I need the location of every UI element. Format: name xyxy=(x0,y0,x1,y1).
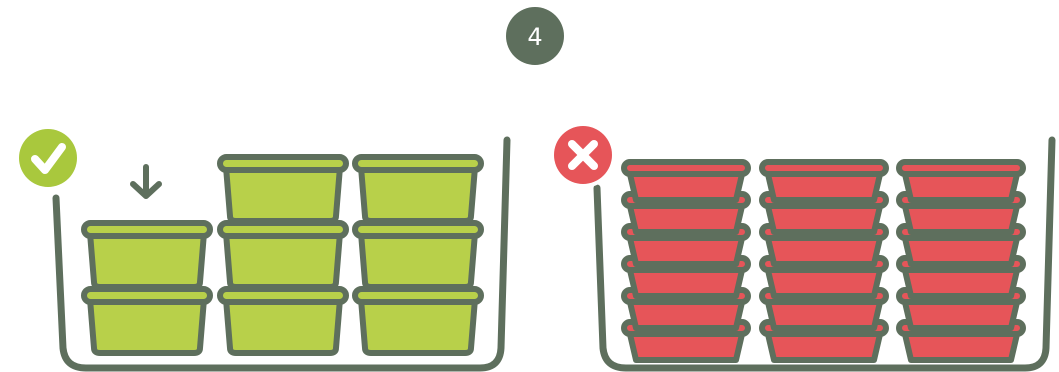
container xyxy=(899,162,1023,200)
stack xyxy=(899,162,1023,360)
container xyxy=(355,289,481,353)
container xyxy=(220,157,346,221)
container xyxy=(624,162,748,200)
container xyxy=(220,223,346,287)
incorrect-panel xyxy=(550,122,1052,368)
container xyxy=(84,223,210,287)
container xyxy=(762,162,886,200)
step-badge: 4 xyxy=(506,7,564,65)
container xyxy=(355,157,481,221)
arrow-down-icon xyxy=(133,167,159,196)
step-number: 4 xyxy=(527,23,542,51)
incorrect-stacks xyxy=(624,162,1023,360)
stack xyxy=(762,162,886,360)
stack xyxy=(84,223,210,353)
stack xyxy=(355,157,481,353)
container xyxy=(84,289,210,353)
stack xyxy=(624,162,748,360)
container xyxy=(355,223,481,287)
cross-icon xyxy=(550,122,616,188)
checkmark-icon xyxy=(15,125,81,191)
stack xyxy=(220,157,346,353)
correct-panel xyxy=(15,125,507,368)
container xyxy=(220,289,346,353)
